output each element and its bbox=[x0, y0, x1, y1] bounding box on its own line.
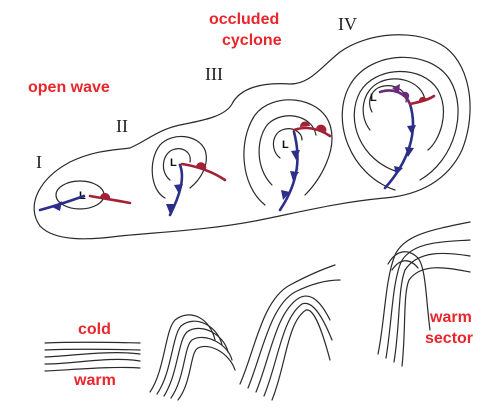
stage-1-warm-front-bump bbox=[100, 192, 111, 199]
stage-2-isobar-inner bbox=[162, 148, 191, 181]
outer-isobar bbox=[33, 34, 471, 240]
stage-4-occluded-bump bbox=[402, 91, 410, 99]
stage-2-numeral: II bbox=[116, 116, 128, 136]
open-wave-label: open wave bbox=[28, 79, 110, 96]
cold-label: cold bbox=[78, 321, 111, 338]
stage-2-cyclone: L bbox=[151, 136, 227, 217]
stage-4-isobar-2 bbox=[353, 70, 445, 173]
stage-3-cold-front-triangle-1 bbox=[291, 150, 300, 160]
stage-2-cold-front-triangle-1 bbox=[174, 184, 183, 194]
stage-4-warm-front-bump bbox=[418, 96, 427, 102]
stage-4-cold-front-triangle-1 bbox=[407, 125, 416, 135]
stage-2-low-label: L bbox=[170, 157, 177, 169]
stage-4-cold-front-triangle-3 bbox=[394, 166, 403, 175]
stage-4-cyclone: L bbox=[341, 56, 459, 191]
stage-4-cold-front bbox=[383, 102, 415, 190]
stage-1-warm-front bbox=[88, 194, 132, 205]
stage-3-warm-front bbox=[292, 126, 332, 138]
stage-3-low-label: L bbox=[282, 139, 289, 151]
stage-3-cold-front-triangle-2 bbox=[290, 171, 299, 181]
stage-2-warm-front bbox=[180, 162, 227, 182]
bottom-panel-4 bbox=[377, 221, 471, 367]
stage-3-cold-front-triangle-3 bbox=[281, 190, 290, 200]
stage-3-warm-front-bump-1 bbox=[299, 121, 310, 127]
stage-2-cold-front-triangle-2 bbox=[166, 204, 176, 214]
stage-1-cyclone: L bbox=[38, 180, 132, 212]
stage-3-isobar-mid bbox=[258, 115, 317, 186]
stage-4-low-label: L bbox=[370, 92, 377, 104]
bottom-panel-3 bbox=[239, 264, 341, 401]
stage-3-cyclone: L bbox=[243, 99, 333, 212]
warm-sector-label-line1: warm bbox=[429, 309, 472, 326]
stage-3-isobar-outer bbox=[243, 99, 333, 206]
warm-sector-label-line2: sector bbox=[425, 330, 473, 347]
stage-2-warm-front-bump bbox=[196, 162, 207, 169]
occluded-cyclone-label-line2: cyclone bbox=[222, 32, 282, 49]
stage-3-warm-front-bump-2 bbox=[316, 124, 327, 132]
occluded-cyclone-label-line1: occluded bbox=[209, 11, 279, 28]
stage-4-isobar-3 bbox=[362, 78, 426, 131]
stage-2-isobar-outer bbox=[151, 136, 207, 199]
stage-4-occluded-triangle bbox=[392, 84, 400, 93]
stage-1-numeral: I bbox=[36, 152, 42, 172]
warm-label: warm bbox=[73, 372, 116, 389]
bottom-panel-1 bbox=[44, 341, 141, 372]
bottom-panel-2 bbox=[149, 314, 236, 401]
stage-4-cold-front-triangle-2 bbox=[405, 147, 414, 157]
stage-3-cold-front bbox=[278, 130, 299, 212]
stage-3-numeral: III bbox=[205, 64, 223, 84]
stage-1-cold-front bbox=[38, 194, 86, 212]
stage-3-isobar-inner bbox=[272, 128, 303, 159]
stage-4-numeral: IV bbox=[338, 14, 357, 34]
stage-4-isobar-1 bbox=[341, 56, 459, 191]
stage-1-cold-front-triangle bbox=[52, 201, 62, 211]
